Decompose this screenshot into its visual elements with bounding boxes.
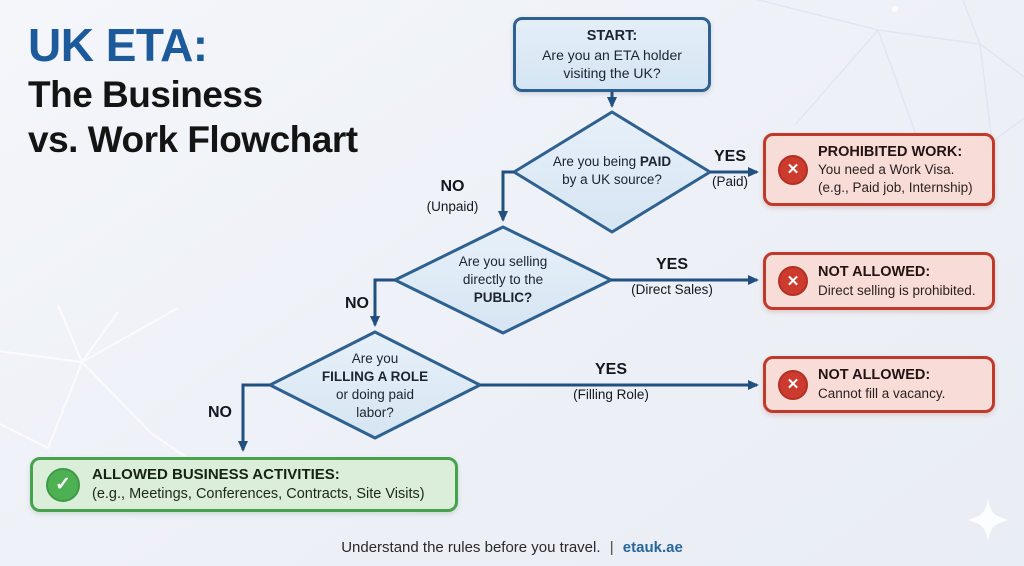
mesh-decoration-bottom-left (0, 304, 206, 471)
decision-role-line1: Are you (351, 351, 399, 366)
decision-role-keyword: FILLING A ROLE (321, 368, 429, 384)
title-line-1: The Business (28, 73, 263, 115)
edge-label-public-yes: YES (Direct Sales) (622, 256, 722, 297)
outcome-prohibited-line1: You need a Work Visa. (818, 162, 955, 178)
footer-tagline: Understand the rules before you travel. (341, 539, 601, 556)
decision-diamond-paid (512, 110, 712, 234)
x-circle-icon: ✕ (778, 154, 808, 185)
edge-public-no-text: NO (345, 295, 369, 312)
decision-role-line3: or doing paid (335, 386, 415, 402)
edge-label-public-no: NO (330, 295, 384, 313)
outcome-direct-sales: ✕ NOT ALLOWED: Direct selling is prohibi… (763, 252, 995, 310)
edge-label-role-yes: YES (Filling Role) (561, 361, 661, 402)
decision-paid-text: Are you being PAID by a UK source? (517, 153, 707, 189)
connector-public-no (370, 278, 395, 327)
edge-role-yes-subtext: (Filling Role) (573, 386, 649, 402)
decision-paid-line1: Are you being (552, 154, 637, 169)
outcome-allowed-activities: ✓ ALLOWED BUSINESS ACTIVITIES: (e.g., Me… (30, 457, 458, 512)
page-title: UK ETA: The Business vs. Work Flowchart (28, 19, 358, 162)
edge-role-no-text: NO (208, 404, 232, 421)
decision-diamond-public (393, 225, 613, 335)
decision-public-keyword: PUBLIC? (473, 289, 533, 305)
outcome-vacancy-title: NOT ALLOWED: (818, 367, 931, 384)
title-line-2: vs. Work Flowchart (28, 118, 358, 160)
outcome-prohibited-title: PROHIBITED WORK: (818, 143, 963, 160)
outcome-vacancy-text: NOT ALLOWED: Cannot fill a vacancy. (818, 366, 945, 402)
edge-paid-yes-subtext: (Paid) (711, 173, 748, 189)
edge-paid-no-subtext: (Unpaid) (426, 198, 479, 214)
start-question-line-2: visiting the UK? (563, 64, 661, 81)
sparkle-dot (892, 6, 898, 12)
decision-public-line2: directly to the (462, 271, 544, 287)
outcome-prohibited-line2: (e.g., Paid job, Internship) (818, 179, 973, 195)
connector-role-no (238, 383, 270, 452)
decision-public-line1: Are you selling (458, 254, 548, 269)
x-circle-icon: ✕ (778, 369, 808, 400)
edge-public-yes-text: YES (655, 256, 688, 273)
decision-role-text: Are you FILLING A ROLE or doing paid lab… (285, 350, 465, 422)
footer-brand: etauk.ae (622, 539, 683, 556)
sparkle-decoration (968, 498, 1008, 542)
connector-paid-no (498, 170, 514, 222)
start-question-line-1: Are you an ETA holder (542, 46, 682, 63)
decision-public-text: Are you selling directly to the PUBLIC? (408, 253, 598, 307)
edge-label-paid-yes: YES (Paid) (695, 148, 765, 189)
decision-paid-line2: by a UK source? (562, 171, 662, 187)
x-circle-icon: ✕ (778, 266, 808, 296)
outcome-allowed-title: ALLOWED BUSINESS ACTIVITIES: (92, 466, 340, 484)
check-circle-icon: ✓ (46, 467, 80, 502)
start-heading: START: (586, 27, 638, 44)
outcome-prohibited-work: ✕ PROHIBITED WORK: You need a Work Visa.… (763, 133, 995, 206)
outcome-vacancy: ✕ NOT ALLOWED: Cannot fill a vacancy. (763, 356, 995, 413)
edge-role-yes-text: YES (594, 361, 627, 378)
decision-role-line4: labor? (356, 404, 394, 420)
edge-public-yes-subtext: (Direct Sales) (631, 281, 713, 297)
mesh-decoration-top-right (756, 0, 1024, 144)
outcome-allowed-line1: (e.g., Meetings, Conferences, Contracts,… (92, 485, 425, 502)
decision-diamond-role (268, 330, 482, 440)
outcome-direct-sales-title: NOT ALLOWED: (818, 263, 931, 280)
edge-paid-no-text: NO (440, 178, 465, 195)
title-accent: UK ETA: (28, 19, 208, 71)
outcome-prohibited-text: PROHIBITED WORK: You need a Work Visa. (… (818, 143, 973, 197)
edge-label-role-no: NO (193, 404, 247, 422)
edge-paid-yes-text: YES (713, 148, 746, 165)
outcome-vacancy-line1: Cannot fill a vacancy. (818, 386, 946, 402)
footer-separator: | (609, 539, 614, 556)
outcome-direct-sales-line1: Direct selling is prohibited. (818, 282, 976, 298)
start-node: START: Are you an ETA holder visiting th… (513, 17, 711, 92)
outcome-allowed-text: ALLOWED BUSINESS ACTIVITIES: (e.g., Meet… (92, 465, 425, 503)
edge-label-paid-no: NO (Unpaid) (405, 178, 500, 214)
outcome-direct-sales-text: NOT ALLOWED: Direct selling is prohibite… (818, 263, 976, 299)
decision-paid-keyword: PAID (639, 154, 672, 169)
footer: Understand the rules before you travel. … (0, 539, 1024, 556)
